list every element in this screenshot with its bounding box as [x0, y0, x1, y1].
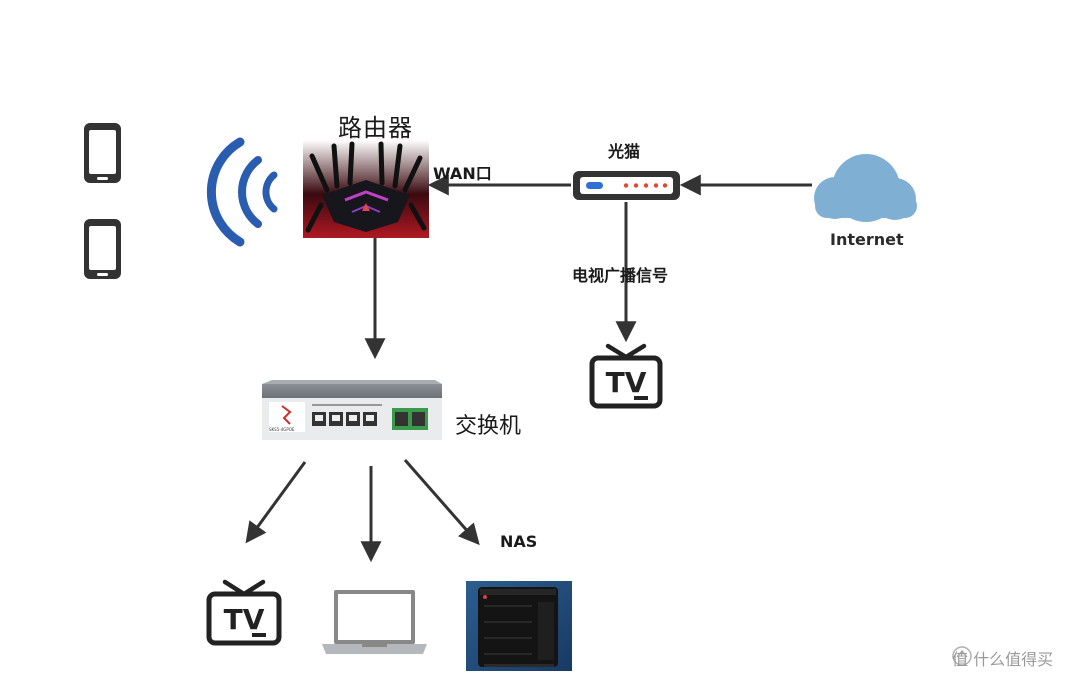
nas-label: NAS [500, 532, 538, 551]
cloud-icon [814, 154, 917, 222]
wan-port-label: WAN口 [433, 164, 492, 183]
connection-arrows [245, 174, 812, 563]
router-image [303, 140, 429, 238]
tv-signal-label: 电视广播信号 [572, 266, 669, 285]
switch-label: 交换机 [455, 414, 522, 439]
svg-text:TV: TV [224, 603, 265, 636]
tv-icon: TV [589, 343, 663, 409]
svg-text:SKS5-4GPOE: SKS5-4GPOE [269, 427, 295, 432]
nas-image [466, 581, 572, 671]
modem-label: 光猫 [608, 142, 641, 161]
wifi-icon [206, 137, 278, 247]
internet-label: Internet [830, 230, 904, 249]
laptop-icon [322, 590, 427, 654]
router-label: 路由器 [338, 114, 413, 142]
tv-icon: TV [206, 579, 282, 646]
watermark-logo-icon [952, 646, 972, 666]
watermark-text: 值 什么值得买 [952, 650, 1054, 669]
switch-image: SKS5-4GPOE [262, 380, 442, 440]
modem-icon [573, 171, 680, 200]
phone-icon [84, 123, 121, 183]
svg-text:TV: TV [606, 366, 647, 399]
phone-icon [84, 219, 121, 279]
